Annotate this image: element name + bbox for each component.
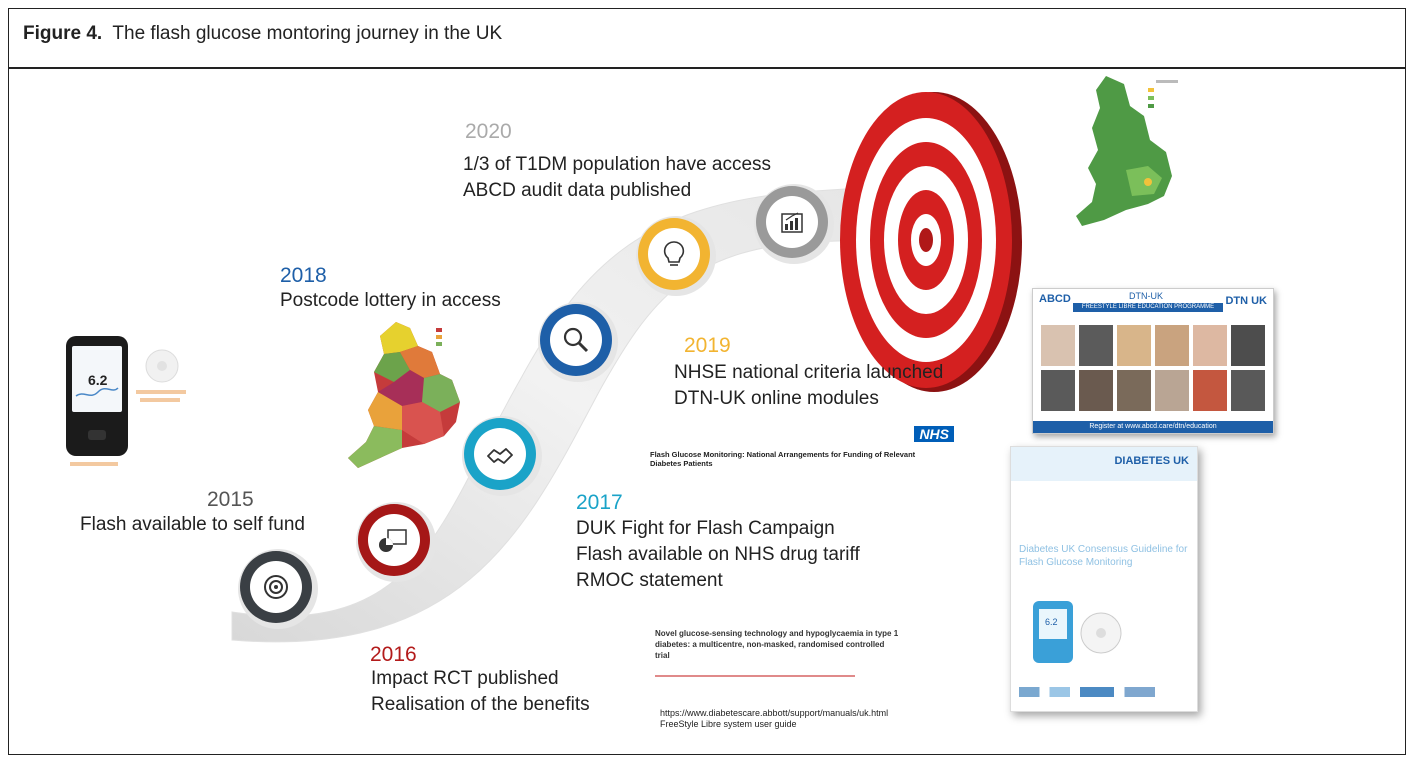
bullseye-target <box>840 92 1022 392</box>
nhs-doc-title: Flash Glucose Monitoring: National Arran… <box>650 450 916 468</box>
year-2020: 2020 <box>465 120 512 143</box>
milestone-2017-line-3: RMOC statement <box>576 570 723 591</box>
duk-title: Diabetes UK Consensus Guideline for Flas… <box>1019 544 1188 568</box>
milestone-2015-line-1: Flash available to self fund <box>80 514 305 535</box>
milestone-2019-line-1: NHSE national criteria launched <box>674 362 944 383</box>
figure-caption: The flash glucose montoring journey in t… <box>112 23 503 44</box>
milestone-2016-line-2: Realisation of the benefits <box>371 694 590 715</box>
dtn-speaker-grid <box>1041 325 1265 411</box>
milestone-circle-2018 <box>538 302 618 382</box>
diabetes-uk-guideline-cover: DIABETES UK Diabetes UK Consensus Guidel… <box>1010 446 1198 712</box>
duk-sensor-reading: 6.2 <box>1045 617 1058 627</box>
dtn-heading: DTN-UK <box>1129 291 1163 301</box>
paper-title: Novel glucose-sensing technology and hyp… <box>655 629 899 660</box>
nhs-logo: NHS <box>914 426 954 442</box>
year-2017: 2017 <box>576 491 623 514</box>
milestone-2020-line-2: ABCD audit data published <box>463 180 692 201</box>
duk-logo: DIABETES UK <box>1114 455 1189 467</box>
nhs-document-snippet: NHS Flash Glucose Monitoring: National A… <box>648 426 958 478</box>
milestone-2020-line-1: 1/3 of T1DM population have access <box>463 154 772 175</box>
england-access-map <box>348 322 460 468</box>
figure-header: Figure 4. The flash glucose montoring jo… <box>9 9 1405 69</box>
figure-label: Figure 4. <box>23 23 103 44</box>
milestone-circle-2020 <box>754 184 834 264</box>
reference-guide: FreeStyle Libre system user guide <box>660 719 797 729</box>
device-reading: 6.2 <box>88 372 108 388</box>
year-2018: 2018 <box>280 264 327 287</box>
duk-partner-logos <box>1019 687 1189 697</box>
figure-frame: Figure 4. The flash glucose montoring jo… <box>8 8 1406 755</box>
dtn-register-footer: Register at www.abcd.care/dtn/education <box>1033 421 1273 433</box>
milestone-2018-line-1: Postcode lottery in access <box>280 290 501 311</box>
dtn-uk-programme-card: ABCD DTN-UK DTN UK FREESTYLE LIBRE EDUCA… <box>1032 288 1274 434</box>
dtn-uk-logo: DTN UK <box>1225 295 1267 307</box>
year-2016: 2016 <box>370 643 417 666</box>
duk-sensor-illustration <box>1033 601 1122 663</box>
year-2015: 2015 <box>207 488 254 511</box>
reference-url: https://www.diabetescare.abbott/support/… <box>660 708 889 718</box>
magnifier-icon <box>563 327 589 353</box>
england-access-map-2020 <box>1076 76 1178 226</box>
duk-header-band <box>1011 447 1197 481</box>
presentation-icon <box>379 529 407 552</box>
flash-reader-device-image <box>66 336 186 466</box>
growth-chart-icon <box>781 212 803 233</box>
impact-paper-snippet: Novel glucose-sensing technology and hyp… <box>655 628 905 678</box>
handshake-icon <box>487 448 513 464</box>
year-2019: 2019 <box>684 334 731 357</box>
milestone-circle-2015 <box>238 549 318 629</box>
milestone-2017-line-2: Flash available on NHS drug tariff <box>576 544 860 565</box>
milestone-circle-2017 <box>462 416 542 496</box>
milestone-circle-2016 <box>356 502 436 582</box>
milestone-circle-2019 <box>636 216 716 296</box>
target-icon <box>264 575 288 599</box>
milestone-2019-line-2: DTN-UK online modules <box>674 388 879 409</box>
milestone-2016-line-1: Impact RCT published <box>371 668 559 689</box>
paper-authors-line <box>655 675 855 677</box>
abcd-logo: ABCD <box>1039 293 1071 305</box>
lightbulb-icon <box>663 241 685 266</box>
dtn-banner: FREESTYLE LIBRE EDUCATION PROGRAMME <box>1073 303 1223 312</box>
figure-title: Figure 4. The flash glucose montoring jo… <box>23 23 502 45</box>
milestone-2017-line-1: DUK Fight for Flash Campaign <box>576 518 835 539</box>
